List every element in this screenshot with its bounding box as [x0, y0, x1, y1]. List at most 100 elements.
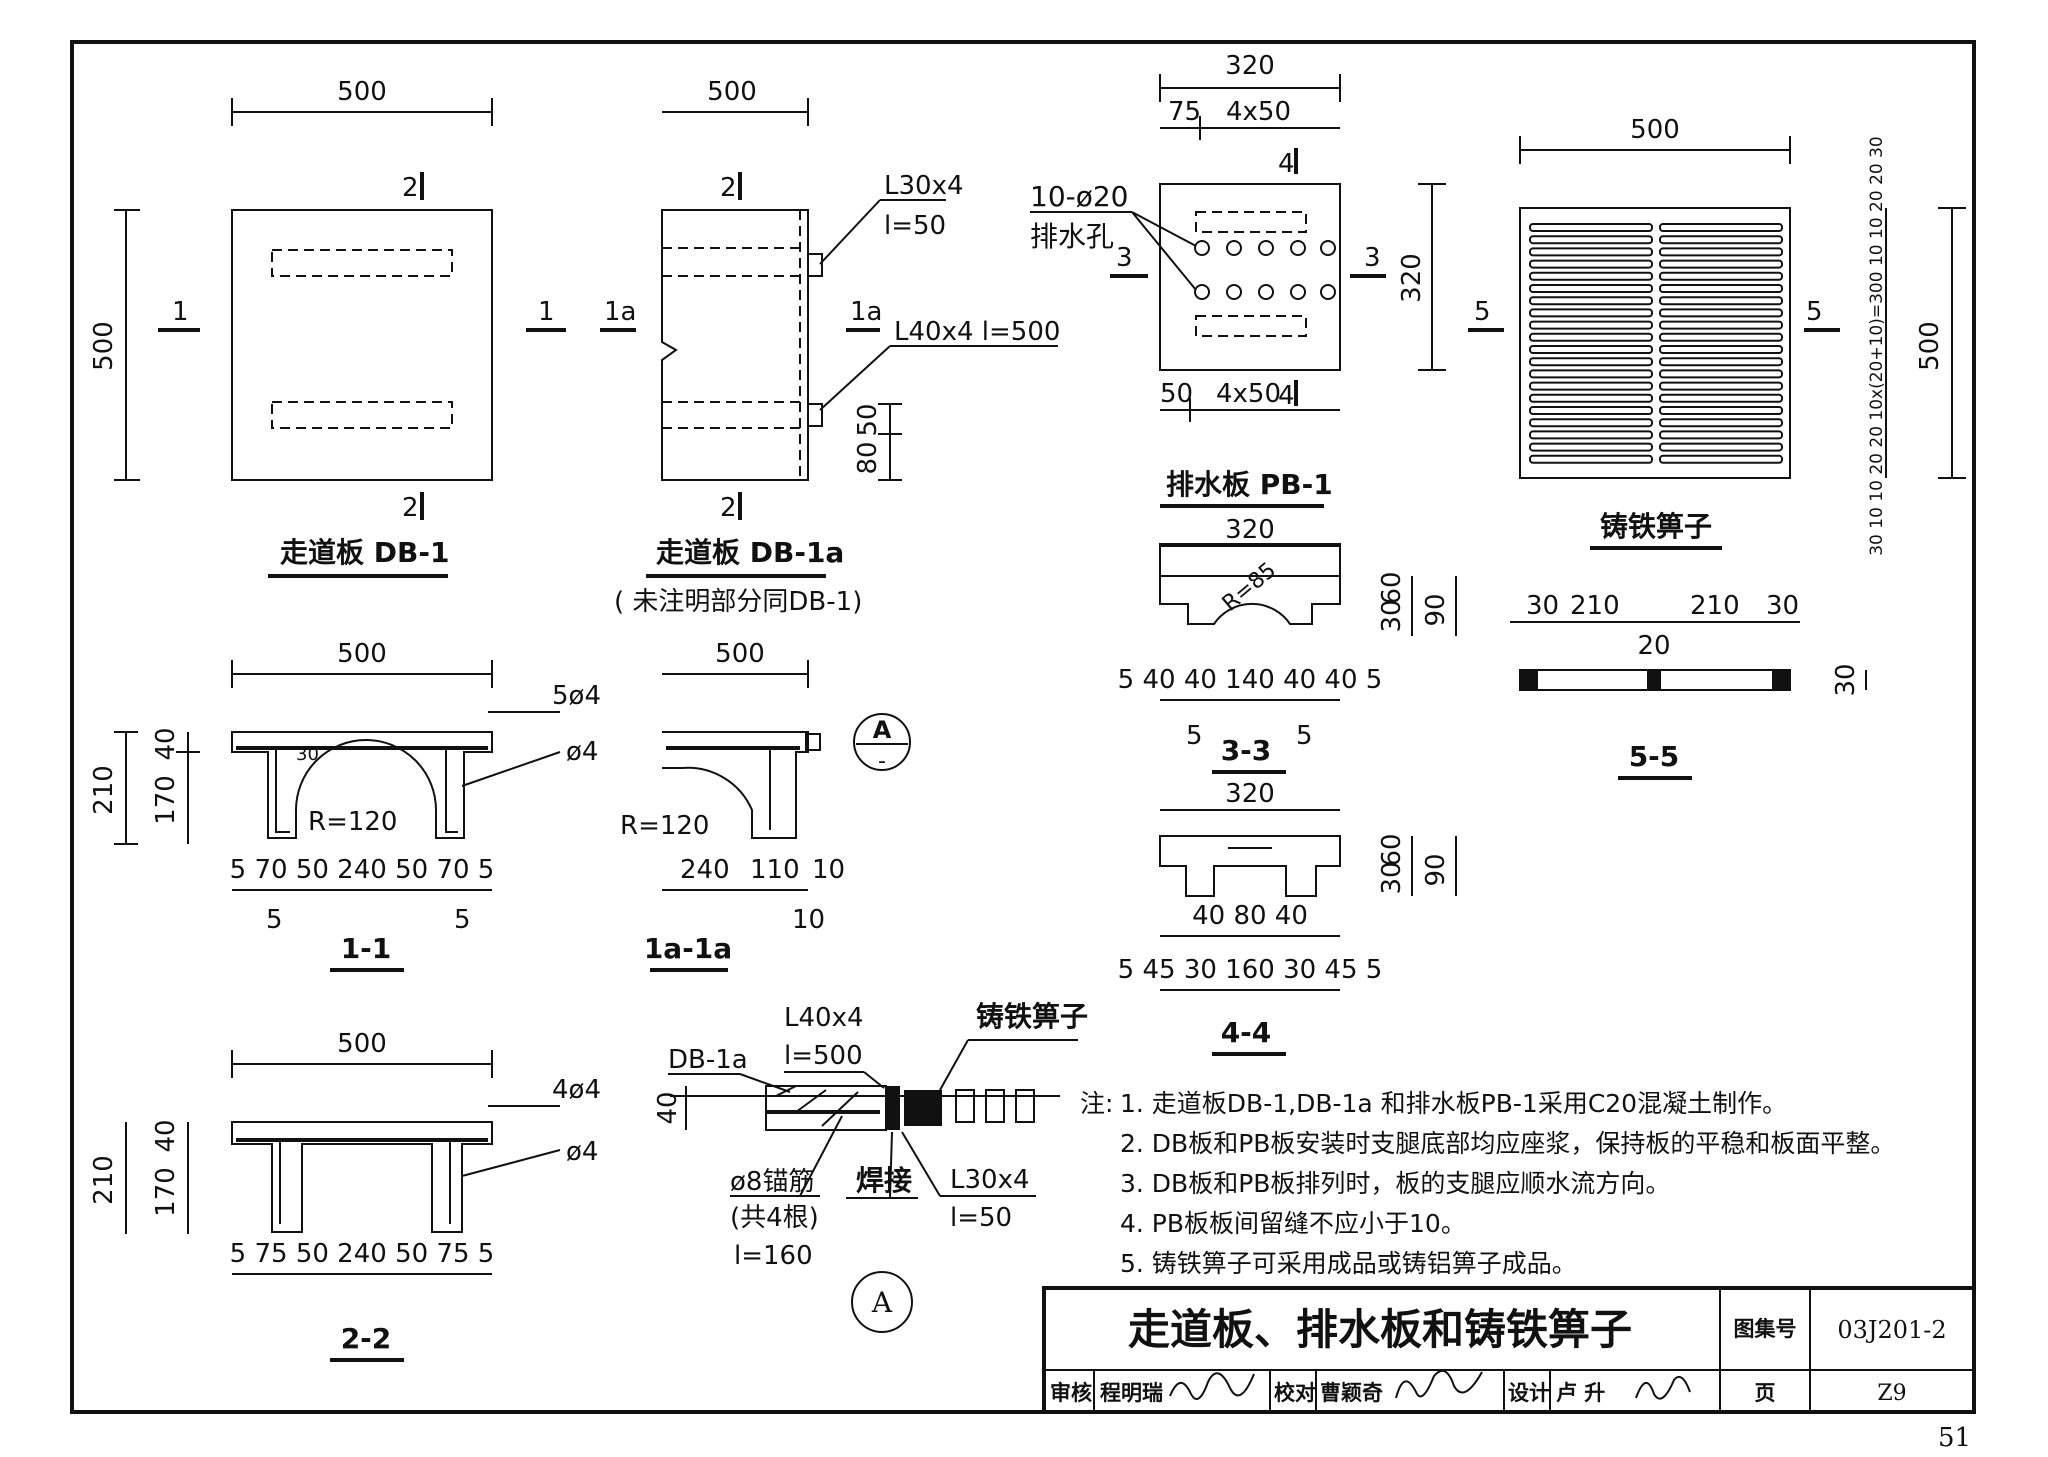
s11-dim-5-left: 5: [266, 905, 283, 935]
s55-dim-30-right: 30: [1766, 591, 1799, 621]
grate-slot: [1529, 454, 1653, 464]
grate-slot: [1659, 271, 1783, 281]
db1-dim-width: 500: [337, 77, 387, 107]
grate-cut-right: 5: [1806, 297, 1823, 327]
section-1-1: 500 5ø4 ø4 R=120 30 210 40 170 5 70 50 2…: [89, 639, 601, 972]
checker-name: 曹颖奇: [1320, 1381, 1383, 1405]
note-4: 4. PB板板间留缝不应小于10。: [1120, 1209, 1466, 1238]
grate-slot: [1529, 271, 1653, 281]
page-code: Z9: [1877, 1381, 1906, 1406]
grate-slot: [1659, 284, 1783, 293]
s11-title: 1-1: [341, 932, 392, 965]
pb1-cut-top: 4: [1278, 149, 1295, 179]
db1a-cut-top: 2: [720, 173, 737, 203]
grate-slot: [1529, 235, 1653, 245]
s44-dim-width: 320: [1225, 779, 1275, 809]
grate-slot: [1659, 308, 1783, 318]
pb1-dim-width: 320: [1225, 51, 1275, 81]
s1a-dim-width: 500: [715, 639, 765, 669]
s1a-dim-10: 10: [812, 855, 845, 885]
db1-cut-right: 1: [538, 297, 555, 327]
section-4-4: 320 60 30 90 40 80 40 5 45 30 160 30 45 …: [1118, 779, 1457, 1056]
check-label: 校对: [1274, 1381, 1316, 1405]
grate-slot: [1659, 381, 1783, 391]
pb1-dim-4x50-bottom: 4x50: [1216, 379, 1281, 409]
grate-slot: [1659, 345, 1783, 354]
s33-dim-30: 30: [1377, 599, 1407, 632]
section-1a-1a: 500 R=120 240 110 10 10 1a-1a: [620, 639, 845, 972]
db1a-dim-width: 500: [707, 77, 757, 107]
grate-slot: [1529, 345, 1653, 354]
page-number: 51: [1938, 1423, 1971, 1453]
s11-bar-side: ø4: [566, 737, 598, 767]
pb1-dim-50: 50: [1160, 379, 1193, 409]
pb1-dim-height: 320: [1397, 253, 1427, 303]
grate-slot: [1529, 247, 1653, 257]
grate-slot: [1659, 393, 1783, 403]
s33-title: 3-3: [1221, 734, 1272, 767]
pb1-dim-4x50: 4x50: [1226, 97, 1291, 127]
s11-dim-30: 30: [296, 744, 319, 765]
grate-slot: [1659, 235, 1783, 245]
db1a-angle2: L40x4 l=500: [894, 317, 1060, 347]
grate-slot: [1529, 223, 1653, 232]
s22-title: 2-2: [341, 1322, 392, 1355]
s44-dim-60: 60: [1377, 833, 1407, 866]
s22-bar-top: 4ø4: [552, 1075, 601, 1105]
s55-dim-30-left: 30: [1526, 591, 1559, 621]
s1a-radius: R=120: [620, 811, 709, 841]
grate-cut-left: 5: [1474, 297, 1491, 327]
title-block-title: 走道板、排水板和铸铁箅子: [1128, 1305, 1632, 1354]
s44-dim-90: 90: [1421, 853, 1451, 886]
s11-bar-top: 5ø4: [552, 681, 601, 711]
detail-a-grate: 铸铁箅子: [976, 1000, 1088, 1033]
s22-bottom-dims: 5 75 50 240 50 75 5: [230, 1239, 495, 1269]
db1a-angle1-len: l=50: [884, 211, 946, 241]
s11-dim-width: 500: [337, 639, 387, 669]
grate-slot: [1659, 223, 1783, 232]
grate-dim-width: 500: [1630, 115, 1680, 145]
grate-slot: [1659, 454, 1783, 464]
title-block: 走道板、排水板和铸铁箅子 图集号 03J201-2 页 Z9 审核 程明瑞 校对…: [1042, 1286, 1976, 1414]
design-label: 设计: [1508, 1381, 1550, 1405]
s33-dim-90: 90: [1421, 593, 1451, 626]
s44-title: 4-4: [1221, 1016, 1272, 1049]
s1a-dim-10b: 10: [792, 905, 825, 935]
section-5-5: 30 210 210 30 20 30 5-5: [1510, 591, 1867, 780]
reviewer-signature: [1169, 1372, 1255, 1401]
pb1-cut-bottom: 4: [1278, 381, 1295, 411]
db1a-dim-80: 80: [853, 441, 883, 474]
grate-slot: [1529, 442, 1653, 452]
grate-slot: [1659, 320, 1783, 330]
db1a-dim-50: 50: [853, 403, 883, 436]
pb1-cut-right: 3: [1364, 243, 1381, 273]
detail-a-anchor-count: (共4根): [730, 1203, 819, 1233]
s55-dim-210-right: 210: [1690, 591, 1740, 621]
note-1: 1. 走道板DB-1,DB-1a 和排水板PB-1采用C20混凝土制作。: [1120, 1089, 1787, 1118]
s11-dim-5-right: 5: [454, 905, 471, 935]
s22-bar-side: ø4: [566, 1137, 598, 1167]
s22-dim-40: 40: [151, 1119, 181, 1152]
db1a-angle1: L30x4: [884, 171, 964, 201]
grate-slot: [1529, 284, 1653, 293]
db1-cut-bottom: 2: [402, 493, 419, 523]
s11-radius: R=120: [308, 807, 397, 837]
review-label: 审核: [1050, 1381, 1092, 1405]
grate-slot: [1529, 393, 1653, 403]
note-5: 5. 铸铁箅子可采用成品或铸铝箅子成品。: [1120, 1249, 1577, 1278]
s1a-dim-110: 110: [750, 855, 800, 885]
detail-a-anchor-len: l=160: [734, 1241, 813, 1271]
s11-dim-210: 210: [89, 765, 119, 815]
grate-slot: [1659, 259, 1783, 269]
detail-a-angle2-len: l=50: [950, 1203, 1012, 1233]
db1a-cut-left: 1a: [604, 297, 636, 327]
s44-mid-dims: 40 80 40: [1192, 901, 1308, 931]
grate-slot: [1659, 406, 1783, 415]
s55-dim-210-left: 210: [1570, 591, 1620, 621]
s33-dim-60: 60: [1377, 571, 1407, 604]
s22-dim-210: 210: [89, 1155, 119, 1205]
detail-a-dim-40: 40: [653, 1091, 683, 1124]
grate-slot: [1529, 406, 1653, 415]
page-label: 页: [1755, 1381, 1776, 1405]
